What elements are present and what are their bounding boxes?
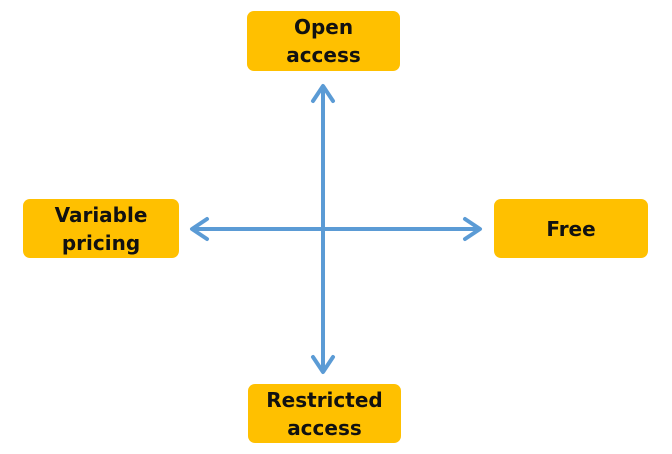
open-access-label: Open access — [286, 15, 361, 67]
open-access-box: Open access — [247, 11, 400, 71]
free-box: Free — [494, 199, 648, 258]
arrowhead-down — [311, 355, 335, 374]
variable-pricing-box: Variable pricing — [23, 199, 179, 258]
restricted-access-box: Restricted access — [248, 384, 401, 443]
free-label: Free — [546, 216, 596, 241]
restricted-access-label: Restricted access — [266, 387, 383, 440]
arrowhead-left — [190, 217, 209, 241]
arrowhead-right — [463, 217, 482, 241]
variable-pricing-label: Variable pricing — [54, 202, 148, 255]
arrowhead-up — [311, 84, 335, 103]
